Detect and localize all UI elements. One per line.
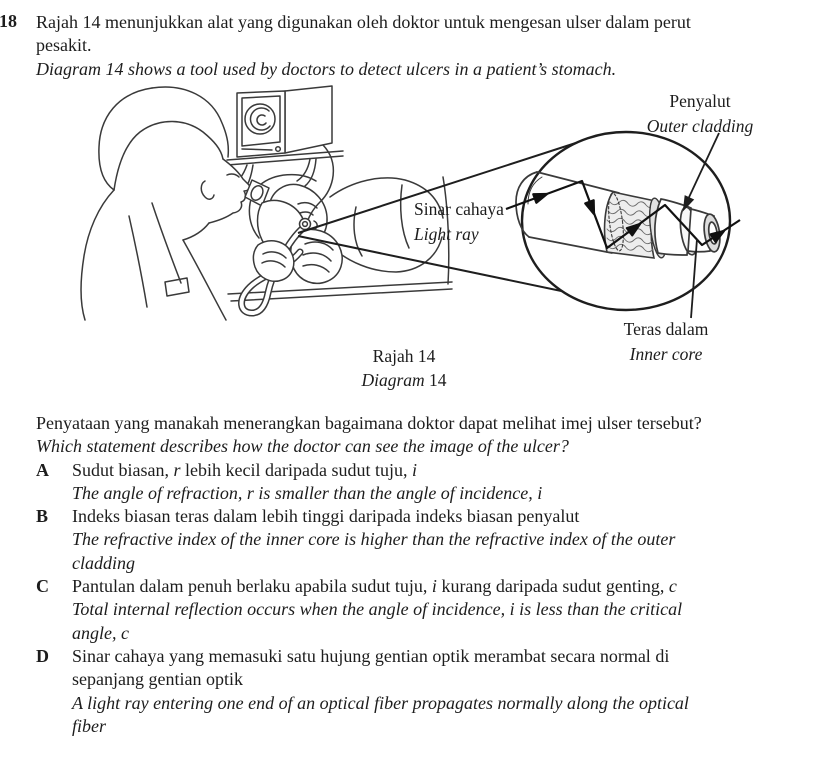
caption-malay: Rajah 14: [372, 346, 436, 366]
label-outer-cladding-malay: Penyalut: [669, 91, 731, 111]
tv-screen-image: [244, 103, 276, 135]
intro-malay-line2: pesakit.: [36, 35, 92, 56]
ray-arrowhead: [709, 229, 726, 243]
label-inner-core-english: Inner core: [629, 344, 703, 364]
label-inner-core: Teras dalam Inner core: [584, 317, 748, 367]
options-list: A Sudut biasan, r lebih kecil daripada su…: [36, 459, 806, 739]
optical-fiber: [515, 171, 721, 259]
diagram-caption: Rajah 14 Diagram 14: [321, 345, 487, 392]
option-text: Indeks biasan teras dalam lebih tinggi d…: [72, 506, 676, 573]
question-english: Which statement describes how the doctor…: [36, 436, 569, 457]
ray-arrowhead: [584, 199, 596, 216]
question-intro: Rajah 14 menunjukkan alat yang digunakan…: [36, 11, 766, 81]
label-light-ray: Sinar cahaya Light ray: [414, 197, 504, 247]
label-outer-cladding: Penyalut Outer cladding: [618, 89, 782, 139]
ray-arrowhead: [532, 192, 549, 204]
option-A: A Sudut biasan, r lebih kecil daripada su…: [36, 459, 806, 506]
option-letter: D: [36, 645, 49, 666]
diagram-illustration: [80, 85, 741, 321]
outer-cladding-pointer: [683, 132, 720, 209]
doctor-figure: [80, 86, 251, 321]
option-letter: B: [36, 506, 49, 527]
doctor-badge: [164, 277, 190, 297]
label-light-ray-malay: Sinar cahaya: [414, 199, 504, 219]
magnifier-callout-lines: [297, 139, 591, 298]
label-inner-core-malay: Teras dalam: [623, 319, 709, 339]
option-letter: C: [36, 576, 49, 597]
question-malay: Penyataan yang manakah menerangkan bagai…: [36, 413, 702, 433]
label-light-ray-english: Light ray: [414, 224, 479, 244]
option-B: B Indeks biasan teras dalam lebih tinggi …: [36, 505, 806, 575]
light-ray-path: [505, 179, 741, 250]
option-letter: A: [36, 459, 49, 480]
mouthpiece: [298, 217, 312, 231]
option-D: D Sinar cahaya yang memasuki satu hujung …: [36, 645, 806, 738]
option-C: C Pantulan dalam penuh berlaku apabila su…: [36, 575, 806, 645]
tv-monitor: [226, 85, 344, 227]
question-number: 18: [0, 11, 17, 31]
question-block: Penyataan yang manakah menerangkan bagai…: [36, 412, 806, 738]
option-text: Pantulan dalam penuh berlaku apabila sud…: [72, 576, 683, 643]
option-text: Sudut biasan, r lebih kecil daripada sud…: [72, 459, 543, 503]
inner-core-pointer: [690, 238, 698, 319]
label-pointer-lines: [682, 132, 720, 319]
label-outer-cladding-english: Outer cladding: [646, 116, 754, 136]
intro-malay-line1: Rajah 14 menunjukkan alat yang digunakan…: [36, 12, 691, 32]
option-text: Sinar cahaya yang memasuki satu hujung g…: [72, 645, 689, 736]
caption-english: Diagram 14: [361, 369, 447, 390]
diagram-14: Penyalut Outer cladding Sinar cahaya Lig…: [0, 85, 821, 397]
ray-arrowhead: [625, 222, 642, 237]
intro-english: Diagram 14 shows a tool used by doctors …: [36, 58, 617, 79]
